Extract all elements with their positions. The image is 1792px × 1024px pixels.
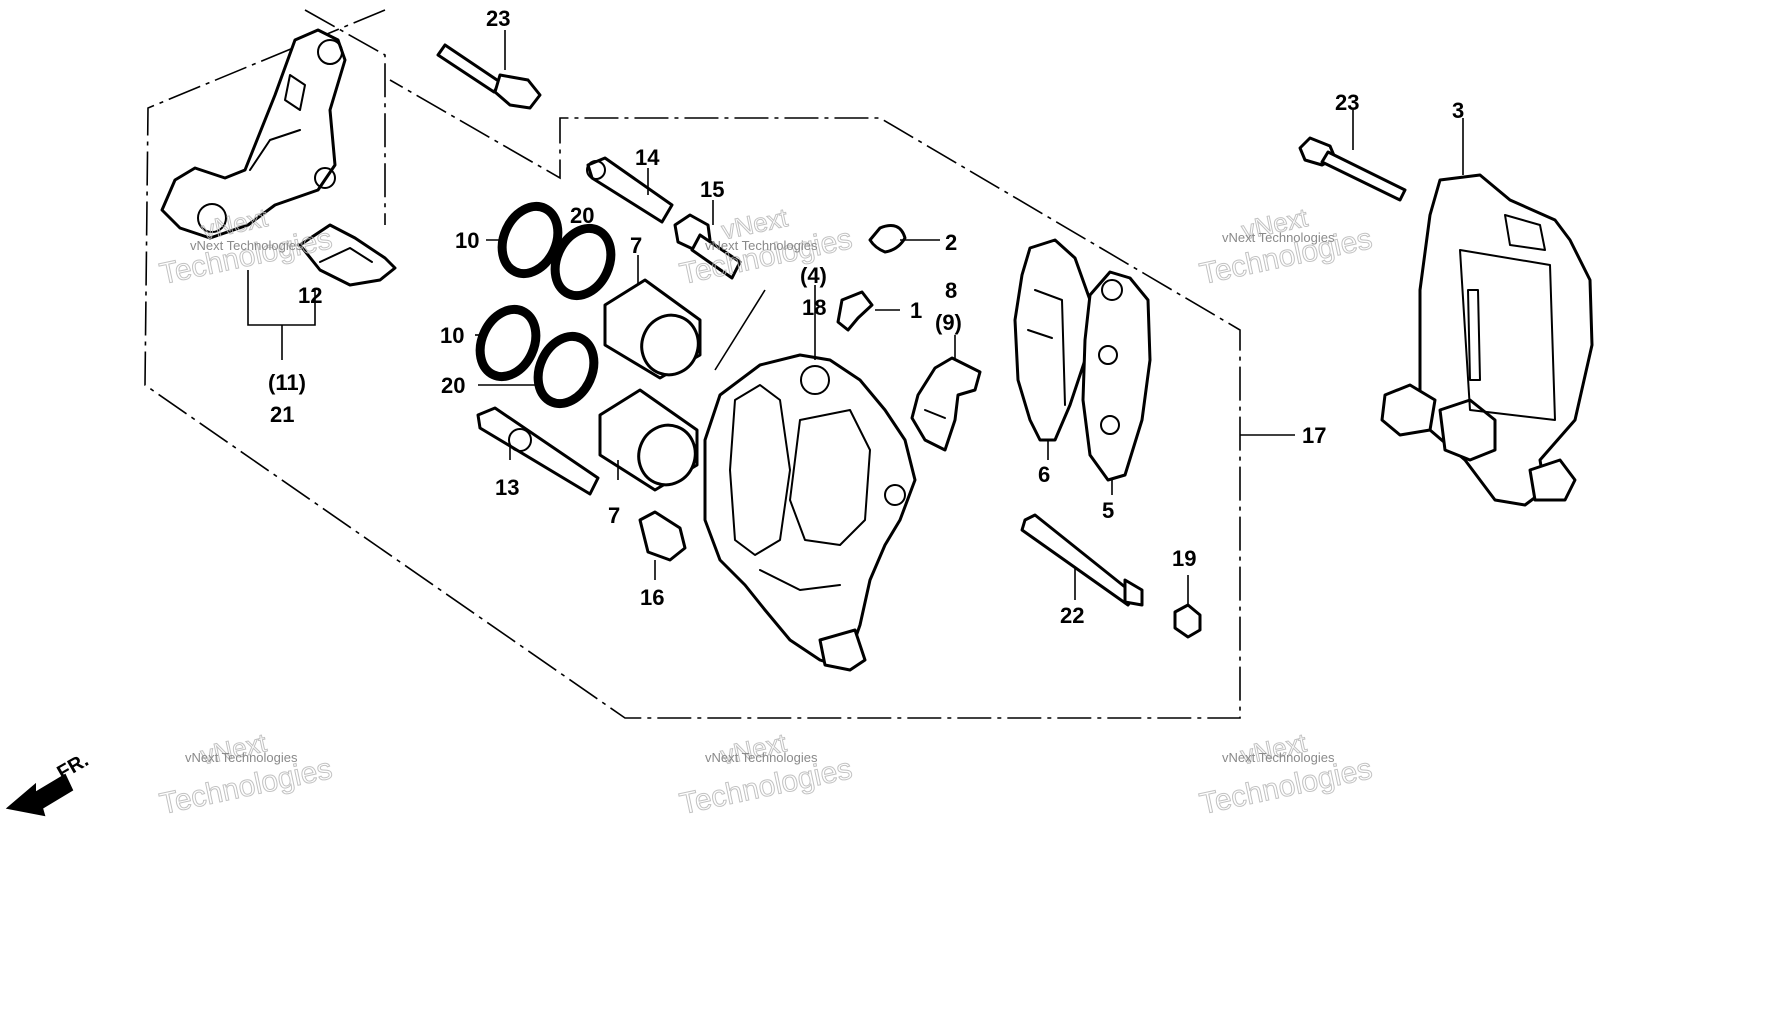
brake-pad-inner (1013, 238, 1092, 442)
bracket-assembly-outline (144, 9, 1241, 719)
label-7-lower: 7 (608, 503, 620, 528)
label-12: 12 (298, 283, 322, 308)
piston-seal-upper (497, 201, 563, 279)
label-17: 17 (1302, 423, 1326, 448)
watermark-bottom-right: vNext Technologies (1196, 727, 1375, 822)
pin-plug (1173, 603, 1202, 639)
bleeder-valve (836, 290, 874, 332)
pad-retainer-clip (298, 223, 397, 287)
watermark-bottom-center: vNext Technologies (676, 727, 855, 822)
watermark-small-bottom-right: vNext Technologies (1222, 750, 1335, 765)
label-21: 21 (270, 402, 294, 427)
piston-seal-lower (475, 304, 541, 382)
bleeder-cap (868, 224, 907, 254)
label-4: (4) (800, 263, 827, 288)
watermark-small-top-right: vNext Technologies (1222, 230, 1335, 245)
watermark-small-top-left: vNext Technologies (190, 238, 303, 253)
front-direction-marker: FR. (5, 749, 92, 817)
mounting-bolt-left (436, 43, 542, 110)
pad-spring (910, 356, 982, 452)
watermark-bottom-left: vNext Technologies (156, 727, 335, 822)
label-2: 2 (945, 230, 957, 255)
label-9: (9) (935, 310, 962, 335)
label-10-lower: 10 (440, 323, 464, 348)
bracket-upper-outline (304, 9, 386, 225)
caliper-bracket (160, 28, 347, 240)
label-18: 18 (802, 295, 826, 320)
pad-pin (1020, 513, 1144, 607)
label-8: 8 (945, 278, 957, 303)
dust-seal-lower (533, 331, 599, 409)
watermark-small-top-center: vNext Technologies (705, 238, 818, 253)
label-20-lower: 20 (441, 373, 465, 398)
label-6: 6 (1038, 462, 1050, 487)
pin-bolt (673, 213, 742, 280)
mounting-bolt-right (1298, 136, 1407, 202)
piston-lower (598, 388, 699, 492)
brake-pad-outer (1081, 270, 1152, 482)
label-22: 22 (1060, 603, 1084, 628)
slide-pin-upper (586, 156, 674, 224)
watermark-small-bottom-left: vNext Technologies (185, 750, 298, 765)
watermark-small-bottom-center: vNext Technologies (705, 750, 818, 765)
label-7-upper: 7 (630, 233, 642, 258)
bleeder-plug (638, 510, 687, 562)
label-23-right: 23 (1335, 90, 1359, 115)
label-16: 16 (640, 585, 664, 610)
label-13: 13 (495, 475, 519, 500)
piston-upper (603, 278, 702, 380)
label-19: 19 (1172, 546, 1196, 571)
label-14: 14 (635, 145, 660, 170)
caliper-assembly (1380, 173, 1594, 507)
label-23-left: 23 (486, 6, 510, 31)
label-15: 15 (700, 177, 724, 202)
caliper-body (703, 353, 917, 672)
label-20-upper: 20 (570, 203, 594, 228)
label-3: 3 (1452, 98, 1464, 123)
label-10-upper: 10 (455, 228, 479, 253)
dust-seal-upper (550, 223, 616, 301)
label-11: (11) (268, 370, 306, 395)
label-1: 1 (910, 298, 922, 323)
slide-pin-lower (476, 406, 600, 496)
label-5: 5 (1102, 498, 1114, 523)
